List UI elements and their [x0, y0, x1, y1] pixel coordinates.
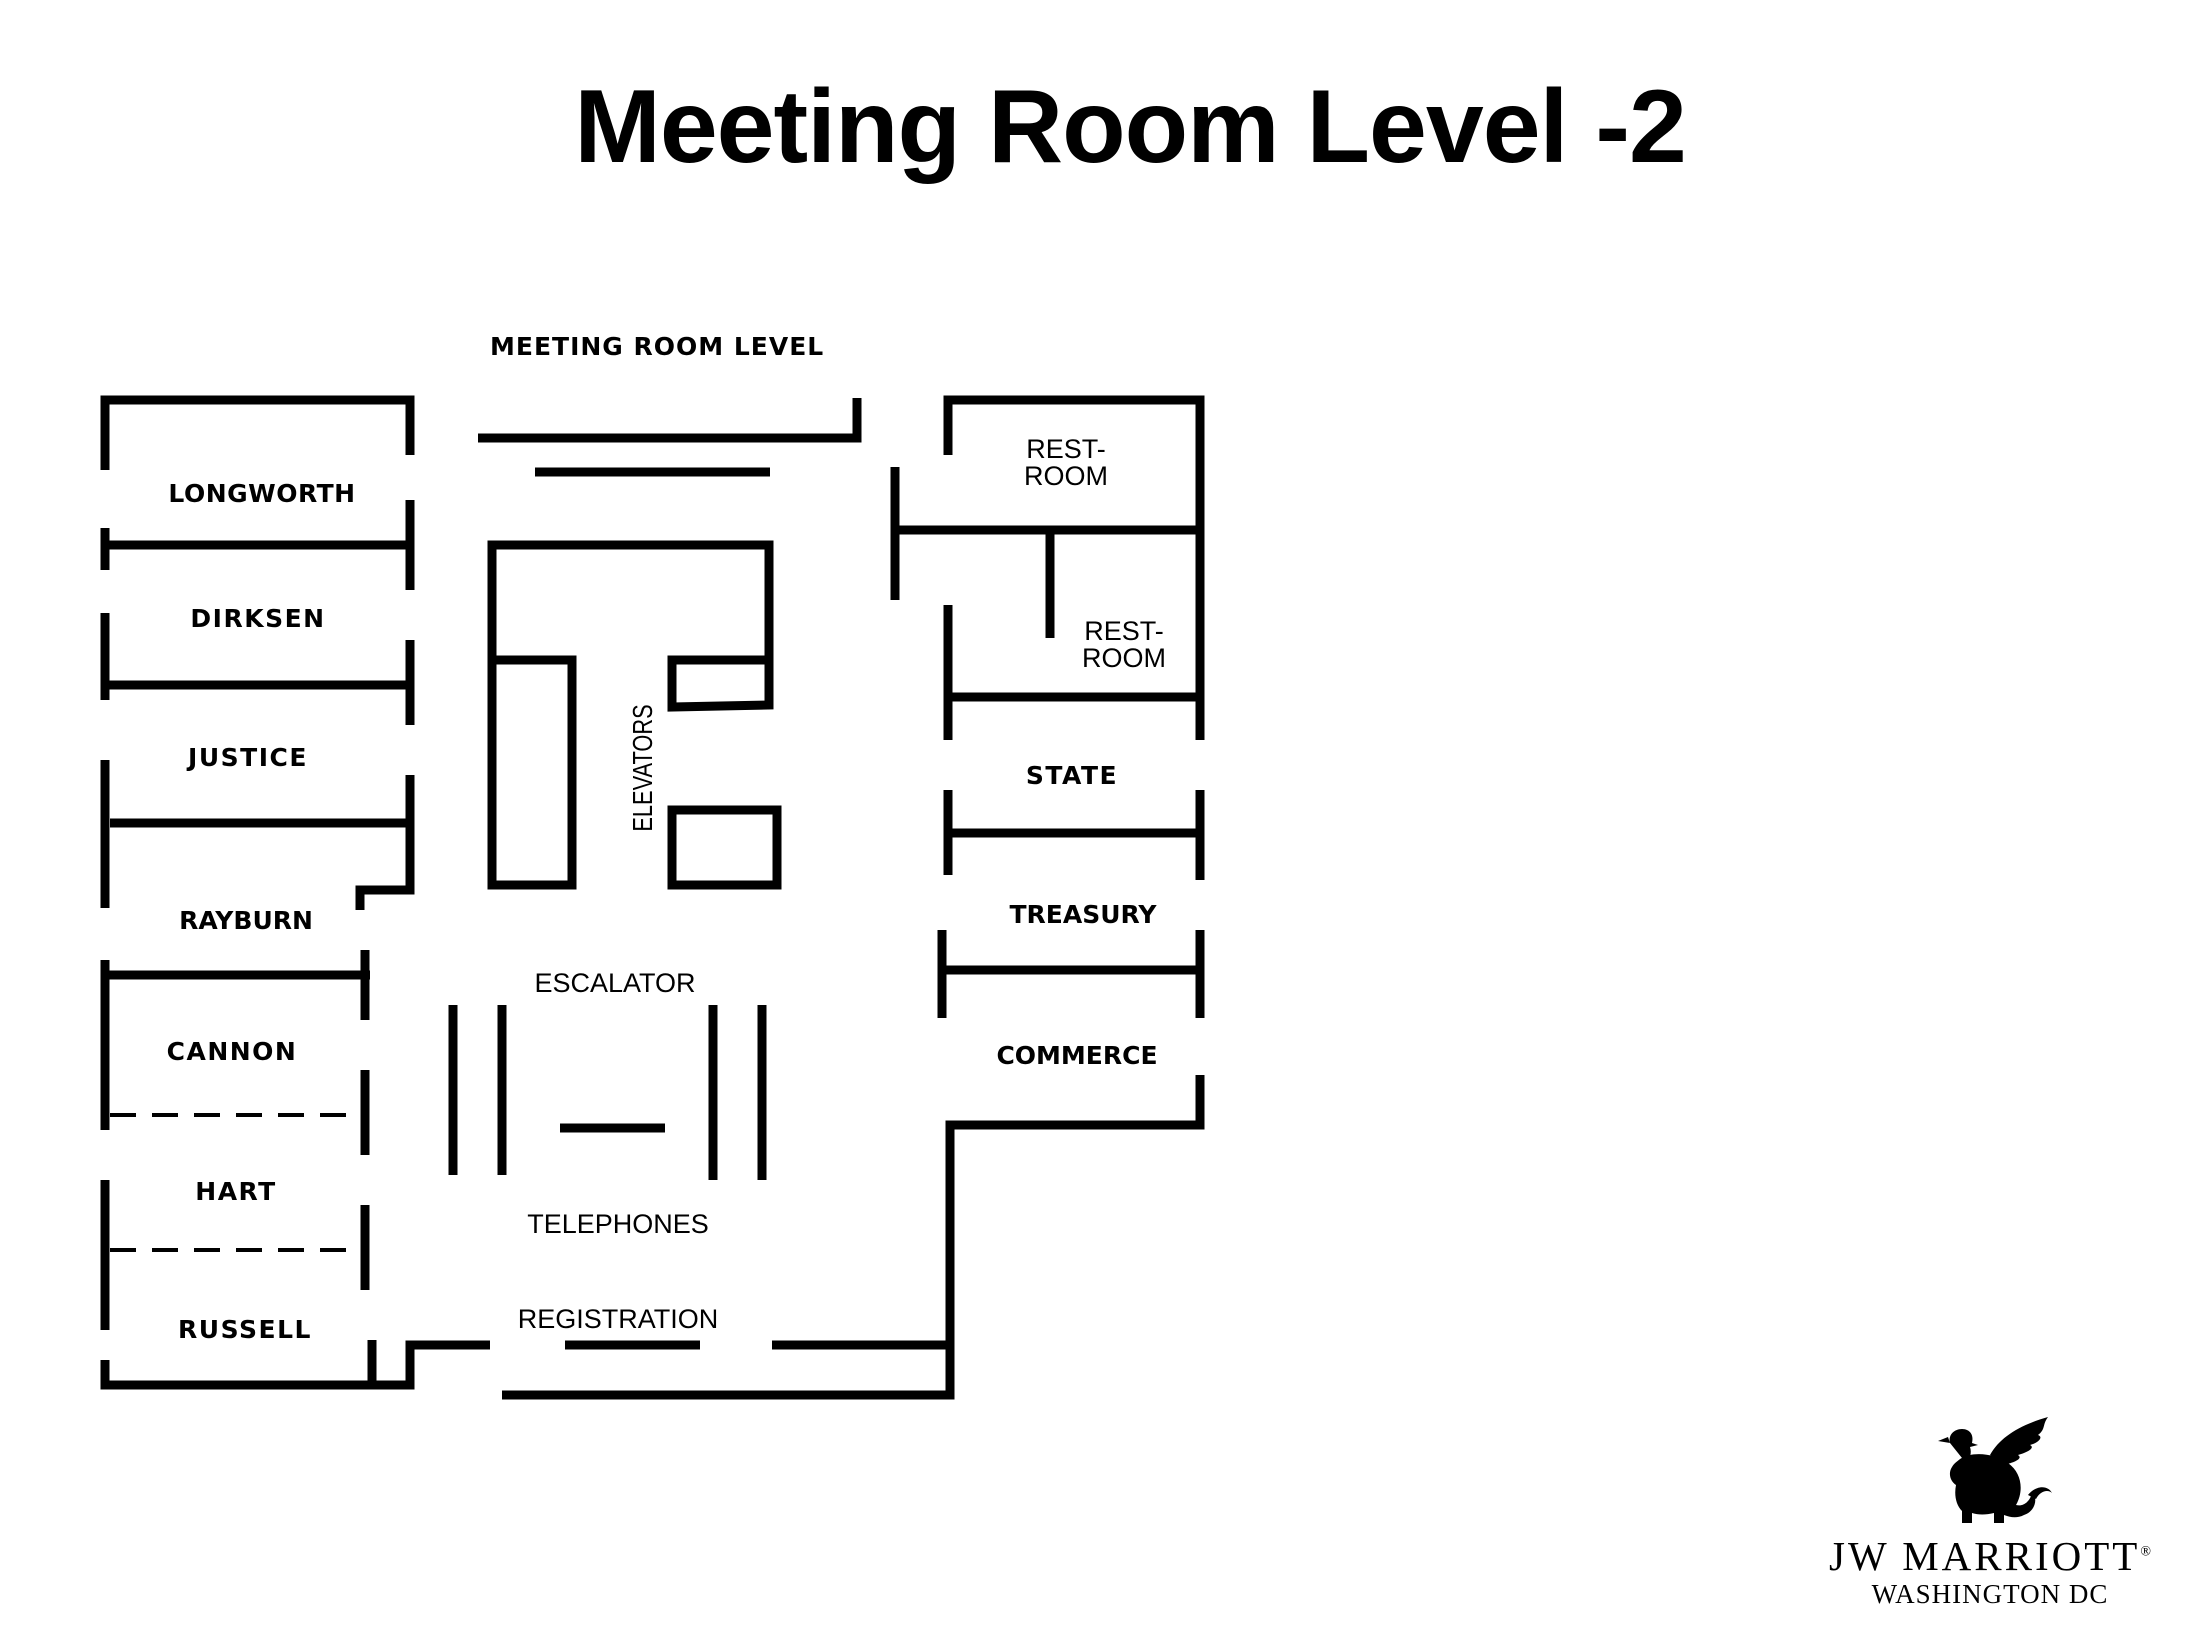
floor-plan-heading: MEETING ROOM LEVEL — [490, 332, 824, 361]
area-escalator: ESCALATOR — [534, 968, 695, 998]
page-title: Meeting Room Level -2 — [574, 69, 1687, 185]
restroom-2-line2: ROOM — [1082, 643, 1166, 673]
restroom-2-line1: REST- — [1084, 616, 1164, 646]
brand-name: JW MARRIOTT — [1829, 1533, 2141, 1579]
room-state: STATE — [1026, 761, 1118, 790]
walls — [100, 395, 1205, 1400]
room-justice: JUSTICE — [186, 743, 308, 772]
room-cannon: CANNON — [167, 1037, 298, 1066]
room-rayburn: RAYBURN — [179, 906, 313, 935]
room-commerce: COMMERCE — [996, 1041, 1157, 1070]
griffin-icon — [1938, 1417, 2052, 1523]
room-longworth: LONGWORTH — [168, 479, 355, 508]
area-registration: REGISTRATION — [518, 1304, 719, 1334]
room-russell: RUSSELL — [178, 1315, 312, 1344]
area-telephones: TELEPHONES — [527, 1209, 709, 1239]
room-dirksen: DIRKSEN — [190, 604, 325, 633]
room-hart: HART — [195, 1177, 276, 1206]
brand-logo: JW MARRIOTT® WASHINGTON DC — [1790, 1415, 2190, 1608]
trademark-symbol: ® — [2140, 1544, 2151, 1560]
brand-location: WASHINGTON DC — [1871, 1579, 2109, 1609]
restroom-1-line1: REST- — [1026, 434, 1106, 464]
area-elevators: ELEVATORS — [627, 704, 658, 831]
restroom-1-line2: ROOM — [1024, 461, 1108, 491]
room-treasury: TREASURY — [1009, 900, 1157, 929]
